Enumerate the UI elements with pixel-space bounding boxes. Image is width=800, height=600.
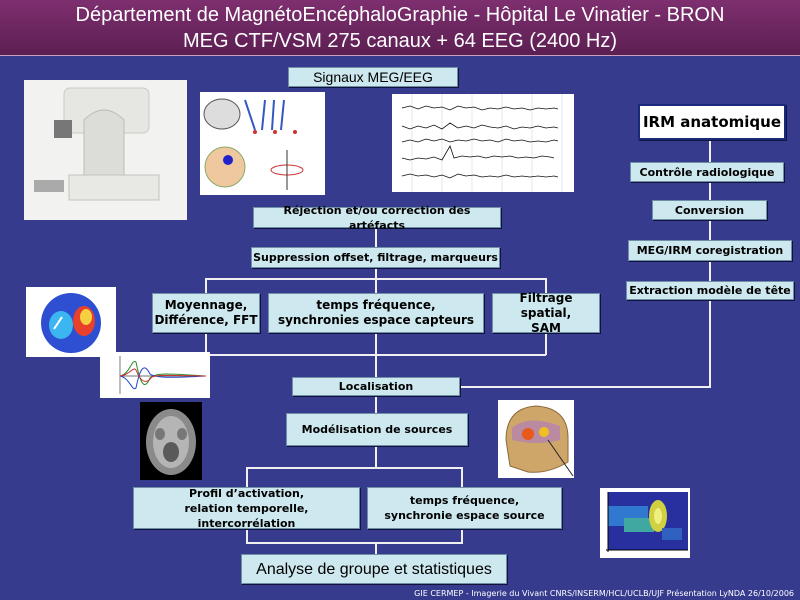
connector bbox=[375, 396, 377, 413]
localisation-label: Localisation bbox=[338, 380, 414, 393]
meg-eeg-signals-image bbox=[392, 94, 574, 192]
extraction-label: Extraction modèle de tête bbox=[629, 284, 791, 297]
mri-slice-icon bbox=[140, 402, 202, 480]
filtrage-box[interactable]: Filtrage spatial, SAM bbox=[492, 290, 600, 335]
evoked-response-image bbox=[100, 352, 210, 398]
signaux-label: Signaux MEG/EEG bbox=[288, 67, 458, 87]
analyse-box[interactable]: Analyse de groupe et statistiques bbox=[241, 554, 507, 584]
evoked-curves-icon bbox=[100, 352, 210, 398]
connector bbox=[375, 542, 377, 554]
rejection-label: Réjection et/ou correction des artéfacts bbox=[283, 203, 471, 232]
conversion-label: Conversion bbox=[674, 203, 745, 217]
neuron-diagram-image bbox=[200, 92, 325, 195]
connector bbox=[375, 228, 377, 247]
controle-box[interactable]: Contrôle radiologique bbox=[630, 162, 784, 182]
suppression-box[interactable]: Suppression offset, filtrage, marqueurs bbox=[251, 247, 500, 268]
analyse-label: Analyse de groupe et statistiques bbox=[256, 560, 492, 578]
coregistration-box[interactable]: MEG/IRM coregistration bbox=[628, 240, 792, 261]
topography-map-image bbox=[26, 287, 116, 357]
suppression-label: Suppression offset, filtrage, marqueurs bbox=[253, 251, 498, 264]
connector bbox=[709, 220, 711, 240]
connector bbox=[545, 333, 547, 355]
modelisation-box[interactable]: Modélisation de sources bbox=[286, 413, 468, 446]
waveform-icon bbox=[392, 94, 574, 192]
tf-capteurs-box[interactable]: temps fréquence, synchronies espace capt… bbox=[268, 293, 484, 333]
irm-label: IRM anatomique bbox=[642, 112, 782, 131]
connector bbox=[709, 182, 711, 200]
moyennage-line-1: Moyennage, bbox=[164, 298, 248, 312]
coregistration-label: MEG/IRM coregistration bbox=[636, 244, 784, 257]
connector bbox=[545, 278, 547, 293]
modelisation-label: Modélisation de sources bbox=[301, 423, 453, 436]
footer-credits: GIE CERMEP - Imagerie du Vivant CNRS/INS… bbox=[414, 589, 794, 598]
connector bbox=[709, 261, 711, 281]
connector bbox=[461, 529, 463, 543]
localisation-box[interactable]: Localisation bbox=[292, 377, 460, 396]
brain-render-icon bbox=[498, 400, 574, 478]
neurons-icon bbox=[200, 92, 325, 195]
connector bbox=[461, 467, 463, 487]
rejection-box[interactable]: Réjection et/ou correction des artéfacts bbox=[253, 204, 501, 232]
profil-line-2: relation temporelle, intercorrélation bbox=[184, 501, 309, 530]
filtrage-line-1: Filtrage spatial, bbox=[519, 290, 573, 320]
filtrage-line-2: SAM bbox=[531, 320, 561, 335]
meg-scanner-icon bbox=[24, 80, 187, 220]
brain-3d-render-image bbox=[498, 400, 574, 478]
connector bbox=[205, 333, 207, 355]
connector bbox=[246, 467, 248, 487]
tf-capteurs-line-2: synchronies espace capteurs bbox=[277, 313, 475, 327]
title-banner: Département de MagnétoEncéphaloGraphie -… bbox=[0, 0, 800, 56]
profil-box[interactable]: Profil d’activation, relation temporelle… bbox=[133, 486, 360, 530]
topomap-icon bbox=[26, 287, 116, 357]
profil-line-1: Profil d’activation, bbox=[188, 486, 304, 500]
connector bbox=[709, 300, 711, 387]
controle-label: Contrôle radiologique bbox=[639, 165, 775, 179]
mri-axial-image bbox=[140, 402, 202, 480]
tf-map-icon bbox=[600, 488, 690, 558]
tf-source-line-1: temps fréquence, bbox=[409, 494, 520, 507]
connector bbox=[246, 542, 463, 544]
irm-box[interactable]: IRM anatomique bbox=[638, 104, 786, 140]
extraction-box[interactable]: Extraction modèle de tête bbox=[626, 281, 794, 300]
connector bbox=[205, 278, 207, 293]
moyennage-line-2: Différence, FFT bbox=[154, 313, 258, 327]
meg-scanner-photo bbox=[24, 80, 187, 220]
time-frequency-map-image bbox=[600, 488, 690, 558]
title-line-1: Département de MagnétoEncéphaloGraphie -… bbox=[75, 4, 725, 26]
conversion-box[interactable]: Conversion bbox=[652, 200, 767, 220]
tf-capteurs-line-1: temps fréquence, bbox=[316, 298, 436, 312]
tf-source-box[interactable]: temps fréquence, synchronie espace sourc… bbox=[367, 487, 562, 529]
connector bbox=[205, 278, 546, 280]
connector bbox=[460, 386, 711, 388]
connector bbox=[375, 446, 377, 468]
connector bbox=[709, 140, 711, 162]
connector bbox=[246, 467, 463, 469]
connector bbox=[246, 529, 248, 543]
tf-source-line-2: synchronie espace source bbox=[384, 509, 545, 522]
moyennage-box[interactable]: Moyennage, Différence, FFT bbox=[152, 293, 260, 333]
title-line-2: MEG CTF/VSM 275 canaux + 64 EEG (2400 Hz… bbox=[182, 30, 618, 52]
connector bbox=[205, 354, 546, 356]
